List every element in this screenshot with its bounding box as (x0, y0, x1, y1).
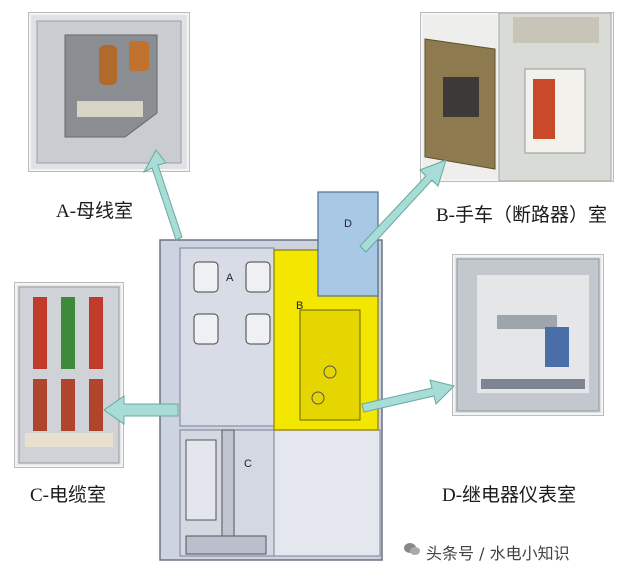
zone-label-d: D (344, 218, 352, 230)
breaker-symbol (323, 365, 337, 379)
arrow-to-d (361, 379, 455, 413)
insulator-3 (193, 313, 219, 345)
cable-terminal (185, 439, 217, 521)
lower-right-panel (273, 429, 381, 557)
busbar-compartment-photo (28, 12, 190, 172)
relay-photo-art (456, 258, 600, 412)
caption-relay-compartment: D-继电器仪表室 (442, 485, 577, 506)
wechat-icon (404, 543, 420, 555)
breaker-compartment-photo (420, 12, 614, 182)
arrow-to-a (142, 149, 183, 241)
cable-pipe (221, 429, 235, 551)
busbar-photo-art (36, 20, 182, 164)
caption-busbar-compartment: A-母线室 (56, 201, 134, 222)
cable-compartment-photo (14, 282, 124, 468)
breaker-symbol-2 (311, 391, 325, 405)
zone-label-b: B (296, 300, 304, 312)
cable-photo-art (18, 286, 120, 464)
insulator-2 (245, 261, 271, 293)
insulator-4 (245, 313, 271, 345)
breaker-photo-art (424, 12, 612, 182)
relay-compartment-photo (452, 254, 604, 416)
arrow-to-b (359, 159, 447, 253)
caption-breaker-compartment: B-手车（断路器）室 (436, 205, 608, 226)
arrow-to-c (103, 395, 179, 425)
breaker-unit (299, 309, 361, 421)
caption-cable-compartment: C-电缆室 (30, 485, 107, 506)
zone-label-c: C (244, 458, 252, 470)
watermark-text: 头条号 / 水电小知识 (426, 544, 570, 563)
zone-label-a: A (226, 272, 234, 284)
arrows (103, 149, 455, 425)
insulator-1 (193, 261, 219, 293)
cable-base (185, 535, 267, 555)
